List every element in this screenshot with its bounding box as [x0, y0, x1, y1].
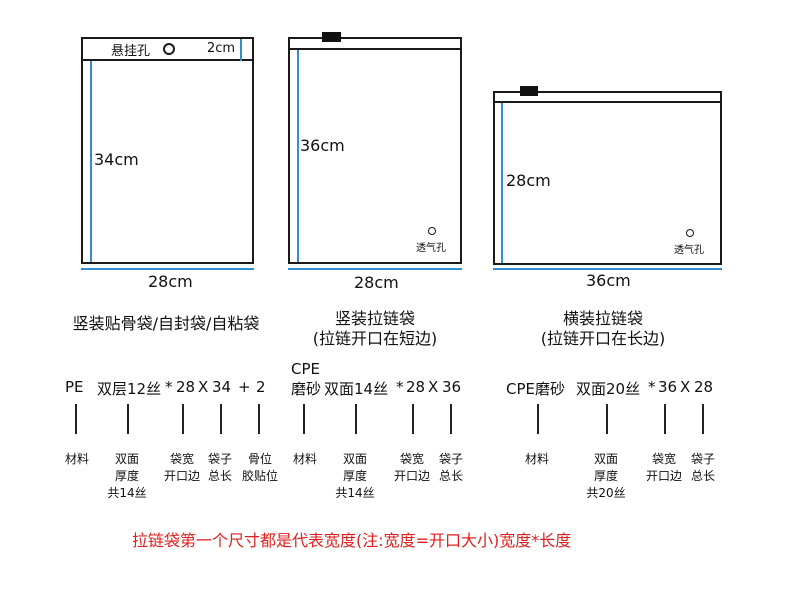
spec3-width: 36 — [658, 378, 678, 396]
zipper-pull-icon — [520, 86, 538, 96]
spec1-height: 34 — [212, 378, 232, 396]
width-dimension-line — [288, 268, 462, 270]
vent-hole-icon — [686, 229, 694, 237]
spec2-height: 36 — [442, 378, 462, 396]
spec1-x: X — [198, 378, 209, 396]
bag2-title-line1: 竖装拉链袋 — [334, 309, 415, 328]
tick-material — [303, 404, 305, 434]
spec1-width: 28 — [176, 378, 196, 396]
bag1-title: 竖装贴骨袋/自封袋/自粘袋 — [72, 314, 260, 333]
height-label: 34cm — [94, 150, 139, 169]
bag-vertical-bone-seal — [81, 37, 254, 264]
label-width: 袋宽开口边 — [645, 452, 682, 483]
bag-vertical-zipper — [288, 37, 462, 264]
label-thickness: 双面厚度共14丝 — [335, 452, 375, 500]
label-length: 袋子总长 — [690, 452, 715, 483]
vent-hole-label: 透气孔 — [416, 243, 446, 254]
width-label: 28cm — [354, 273, 399, 292]
tick-material — [75, 404, 77, 434]
spec1-layer: 双层12丝 — [97, 380, 162, 398]
spec1-material: PE — [65, 378, 84, 396]
tick-length — [220, 404, 222, 434]
bag2-title-line2: (拉链开口在短边) — [312, 329, 438, 348]
spec2-star: * — [396, 378, 404, 396]
spec2-width: 28 — [406, 378, 426, 396]
tick-width — [664, 404, 666, 434]
label-length: 袋子总长 — [207, 452, 232, 483]
height-label: 36cm — [300, 136, 345, 155]
spec1-star: * — [165, 378, 173, 396]
tick-thickness — [355, 404, 357, 434]
height-dimension-line — [90, 61, 92, 262]
zipper-line — [493, 101, 722, 103]
hang-hole-icon — [163, 43, 175, 55]
spec3-height: 28 — [694, 378, 714, 396]
tick-length — [450, 404, 452, 434]
spec1-extra: 2 — [256, 378, 266, 396]
spec3-star: * — [648, 378, 656, 396]
bag3-title-line1: 横装拉链袋 — [562, 309, 643, 328]
tick-length — [702, 404, 704, 434]
label-material: 材料 — [524, 452, 549, 466]
height-label: 28cm — [506, 171, 551, 190]
tick-width — [412, 404, 414, 434]
strip-width-label: 2cm — [207, 41, 236, 56]
size-order-note: 拉链袋第一个尺寸都是代表宽度(注:宽度=开口大小)宽度*长度 — [132, 531, 572, 550]
height-dimension-line — [501, 103, 503, 263]
strip-dimension-line — [240, 39, 242, 61]
zipper-pull-icon — [322, 32, 341, 42]
spec2-layer: 双面14丝 — [324, 380, 389, 398]
bag3-title-line2: (拉链开口在长边) — [540, 329, 666, 348]
tick-material — [537, 404, 539, 434]
width-label: 28cm — [148, 272, 193, 291]
bag-horizontal-zipper — [493, 91, 722, 265]
label-length: 袋子总长 — [438, 452, 463, 483]
tick-thickness — [127, 404, 129, 434]
label-width: 袋宽开口边 — [163, 452, 200, 483]
vent-hole-label: 透气孔 — [674, 245, 704, 256]
height-dimension-line — [297, 50, 299, 262]
vent-hole-icon — [428, 227, 436, 235]
width-dimension-line — [81, 268, 254, 270]
label-thickness: 双面厚度共14丝 — [107, 452, 147, 500]
label-width: 袋宽开口边 — [393, 452, 430, 483]
width-label: 36cm — [586, 271, 631, 290]
label-material: 材料 — [64, 452, 89, 466]
label-material: 材料 — [292, 452, 317, 466]
spec3-layer: 双面20丝 — [576, 380, 641, 398]
tick-bone — [258, 404, 260, 434]
tick-width — [182, 404, 184, 434]
zipper-line — [288, 48, 462, 50]
spec2-material-bottom: 磨砂 — [291, 380, 322, 398]
label-thickness: 双面厚度共20丝 — [586, 452, 626, 500]
spec2-x: X — [428, 378, 439, 396]
label-bone: 骨位胶贴位 — [241, 452, 278, 483]
seal-strip-line — [81, 59, 254, 61]
hang-hole-label: 悬挂孔 — [111, 44, 151, 59]
tick-thickness — [606, 404, 608, 434]
spec2-material-top: CPE — [291, 360, 320, 378]
spec3-x: X — [680, 378, 691, 396]
spec1-plus: + — [238, 378, 251, 396]
width-dimension-line — [493, 268, 722, 270]
spec3-material: CPE磨砂 — [506, 380, 565, 398]
